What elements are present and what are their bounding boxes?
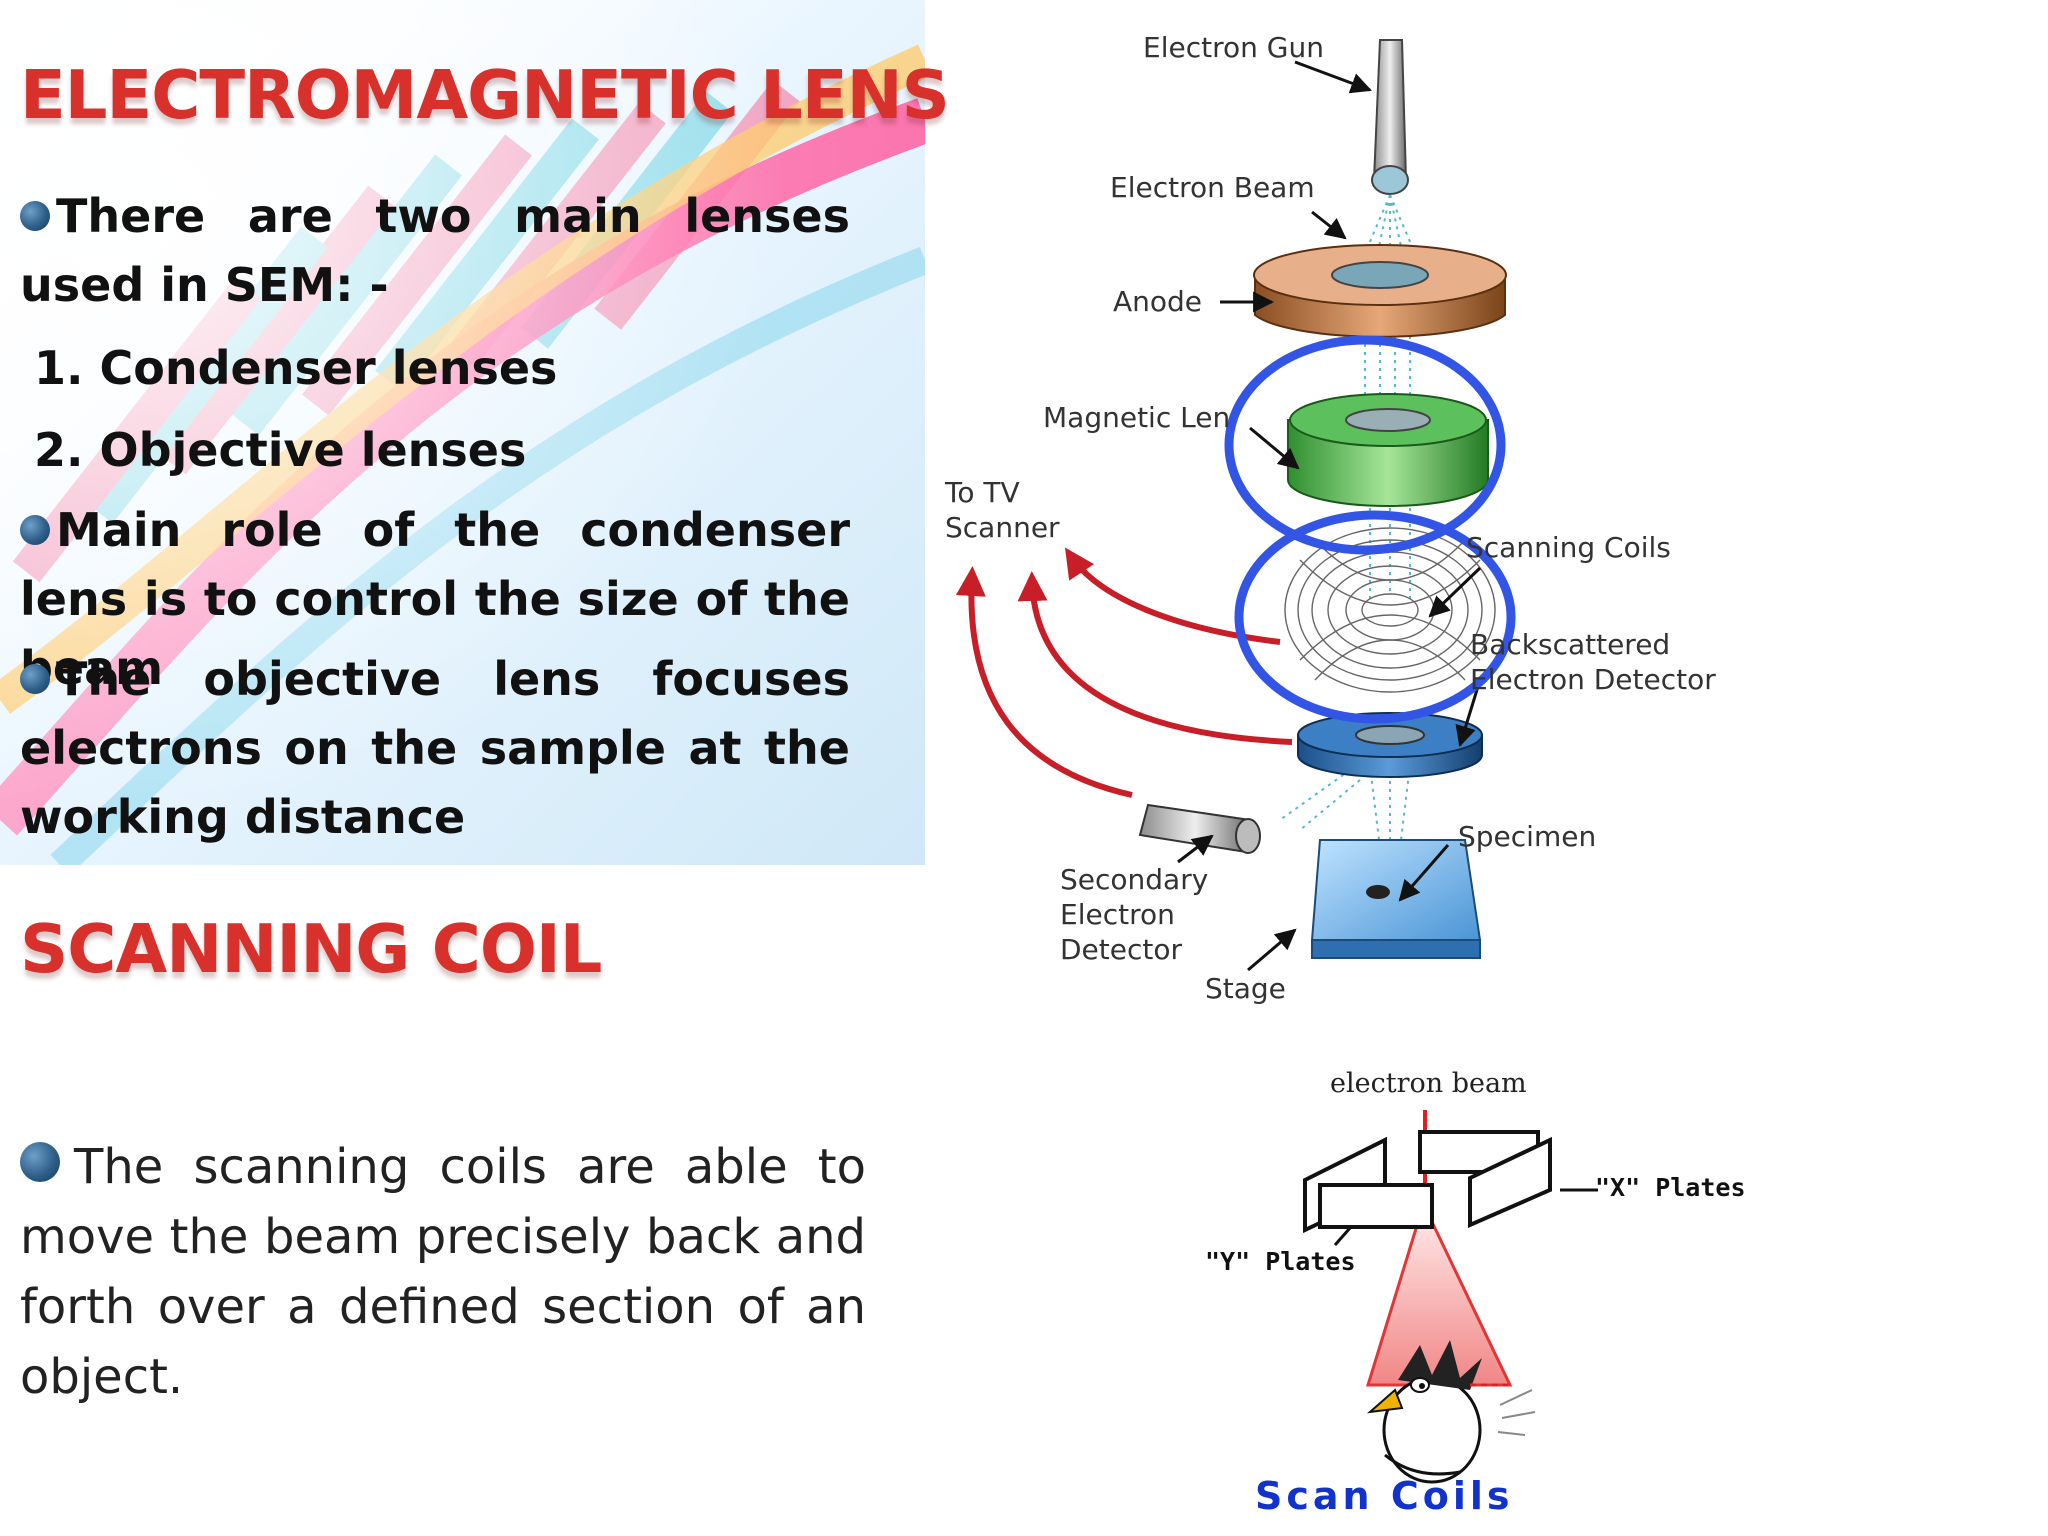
label-to-tv-2: Scanner	[945, 511, 1060, 544]
label-secondary-1: Secondary	[1060, 863, 1209, 896]
scan-coils-diagram	[1303, 1110, 1598, 1484]
beam-cone	[1365, 1220, 1513, 1387]
label-to-tv-1: To TV	[945, 476, 1020, 509]
magnetic-lens-shape	[1287, 393, 1489, 507]
bullet-icon	[20, 1142, 60, 1182]
label-backscattered-1: Backscattered	[1470, 628, 1671, 661]
y-plates-shape	[1303, 1136, 1434, 1234]
bullet-icon	[20, 663, 50, 694]
paragraph-scanning-coils: The scanning coils are able to move the …	[20, 1132, 866, 1412]
paragraph-two-lenses-text: There are two main lenses used in SEM: -	[20, 189, 850, 312]
label-electron-gun: Electron Gun	[1143, 31, 1324, 64]
highlight-circle-lens	[1224, 335, 1506, 555]
paragraph-objective-role-text: The objective lens focuses electrons on …	[20, 652, 850, 844]
label-y-plates: "Y" Plates	[1205, 1247, 1356, 1276]
paragraph-condenser-role-text: Main role of the condenser lens is to co…	[20, 503, 850, 695]
label-x-plates: "X" Plates	[1595, 1173, 1746, 1202]
paragraph-objective-role: The objective lens focuses electrons on …	[20, 645, 850, 852]
paragraph-two-lenses: There are two main lenses used in SEM: -	[20, 182, 850, 320]
label-pointer-arrows	[1177, 60, 1482, 972]
heading-electromagnetic-lens: ELECTROMAGNETIC LENS	[20, 56, 950, 134]
y-plates-leader	[1333, 1227, 1352, 1246]
label-magnetic-lens: Magnetic Len	[1043, 401, 1231, 434]
highlight-circles	[1224, 335, 1516, 724]
backscattered-detector-shape	[1297, 712, 1483, 778]
paragraph-condenser-role: Main role of the condenser lens is to co…	[20, 496, 850, 703]
label-specimen: Specimen	[1458, 820, 1597, 853]
scanning-coils-shape	[1284, 527, 1496, 693]
highlight-circle-coils	[1234, 510, 1516, 724]
cartoon-bird-icon	[1366, 1340, 1536, 1484]
stage-shape	[1310, 839, 1482, 959]
label-electron-beam-small: electron beam	[1330, 1068, 1527, 1099]
label-stage: Stage	[1205, 972, 1286, 1005]
sem-column-diagram	[955, 39, 1516, 972]
heading-scanning-coil: SCANNING COIL	[20, 910, 602, 988]
paragraph-scanning-coils-text: The scanning coils are able to move the …	[20, 1139, 866, 1405]
anode-shape	[1253, 244, 1507, 338]
list-item-condenser: 1. Condenser lenses	[34, 341, 558, 395]
secondary-detector-shape	[1138, 803, 1261, 854]
bullet-icon	[20, 514, 50, 545]
label-anode: Anode	[1113, 285, 1203, 318]
label-secondary-2: Electron	[1060, 898, 1175, 931]
electron-gun-shape	[1371, 39, 1409, 195]
dna-background-image	[0, 0, 925, 865]
label-electron-beam: Electron Beam	[1110, 171, 1315, 204]
list-item-objective: 2. Objective lenses	[34, 423, 527, 477]
scan-coils-caption: Scan Coils	[1255, 1474, 1514, 1518]
label-scanning-coils: Scanning Coils	[1466, 531, 1671, 564]
x-plates-shape	[1418, 1130, 1552, 1229]
label-backscattered-2: Electron Detector	[1470, 663, 1716, 696]
bullet-icon	[20, 200, 50, 231]
label-secondary-3: Detector	[1060, 933, 1183, 966]
